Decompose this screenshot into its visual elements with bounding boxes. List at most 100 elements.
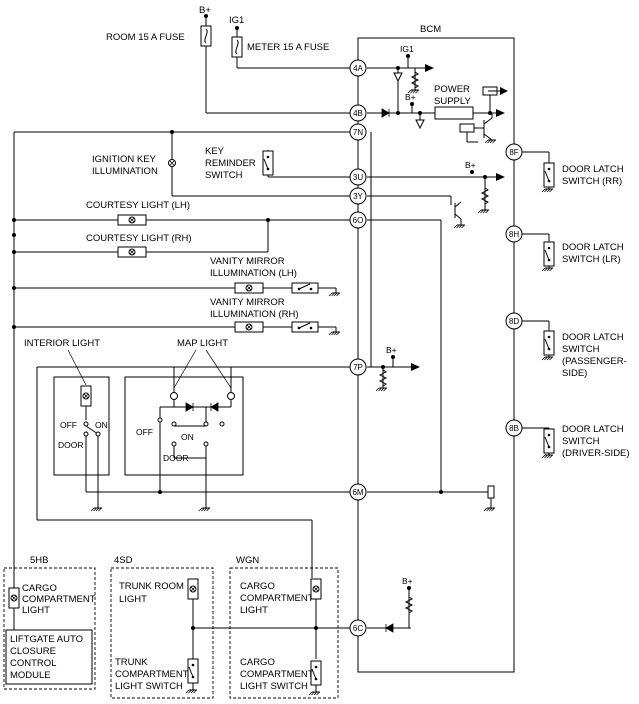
cargo-switch-label-1: CARGO bbox=[240, 657, 275, 668]
meter-fuse-symbol bbox=[231, 36, 243, 58]
key-reminder-label-3: SWITCH bbox=[205, 170, 243, 181]
bcm-label: BCM bbox=[420, 24, 441, 35]
map-door-label: DOOR bbox=[163, 453, 189, 463]
door-latch-lr-label-2: SWITCH (LR) bbox=[562, 254, 621, 265]
cargo-5hb-label-1: CARGO bbox=[22, 583, 57, 594]
svg-text:8F: 8F bbox=[509, 148, 518, 157]
courtesy-lh-label: COURTESY LIGHT (LH) bbox=[86, 200, 190, 211]
liftgate-label-4: MODULE bbox=[10, 670, 51, 681]
door-latch-drv-label-1: DOOR LATCH bbox=[562, 424, 624, 435]
variant-4sd-box bbox=[110, 567, 214, 699]
interior-light-lamp bbox=[80, 385, 92, 407]
trunk-room-lamp bbox=[187, 578, 199, 600]
cargo-switch-label-2: COMPARTMENT bbox=[240, 669, 314, 680]
courtesy-rh-lamp bbox=[117, 246, 147, 258]
map-light-label: MAP LIGHT bbox=[177, 338, 228, 349]
bplus-3u-label: B+ bbox=[465, 160, 476, 170]
pin-8h: 8H bbox=[505, 225, 523, 243]
bplus-internal-label: B+ bbox=[405, 92, 416, 102]
door-latch-lr-label-1: DOOR LATCH bbox=[562, 242, 624, 253]
trunk-room-label-1: TRUNK ROOM bbox=[119, 581, 184, 592]
cargo-wgn-label-2: COMPARTMENT bbox=[240, 593, 314, 604]
pin-8f: 8F bbox=[505, 143, 523, 161]
door-latch-rr-switch bbox=[543, 162, 555, 188]
pin-4b: 4B bbox=[349, 104, 367, 122]
liftgate-label-3: CONTROL bbox=[10, 658, 56, 669]
svg-text:8D: 8D bbox=[509, 317, 519, 326]
trunk-switch-label-1: TRUNK bbox=[115, 657, 148, 668]
pin-4a: 4A bbox=[349, 59, 367, 77]
cargo-wgn-label-1: CARGO bbox=[240, 581, 275, 592]
door-latch-rr-label-1: DOOR LATCH bbox=[562, 164, 624, 175]
door-latch-pass-label-4: SIDE) bbox=[562, 368, 587, 379]
bcm-box bbox=[357, 37, 515, 673]
pin-7p: 7P bbox=[349, 358, 367, 376]
map-on-label: ON bbox=[181, 432, 194, 442]
ig1-internal-label: IG1 bbox=[400, 44, 414, 54]
pin-6c: 6C bbox=[349, 619, 367, 637]
svg-text:4A: 4A bbox=[353, 64, 363, 73]
interior-door-label: DOOR bbox=[58, 440, 84, 450]
room-fuse-symbol bbox=[200, 25, 212, 47]
door-latch-passenger-switch bbox=[543, 330, 555, 356]
door-latch-pass-label-1: DOOR LATCH bbox=[562, 332, 624, 343]
pin-8b: 8B bbox=[505, 419, 523, 437]
bplus-7p-label: B+ bbox=[386, 345, 397, 355]
key-reminder-label-1: KEY bbox=[205, 146, 225, 157]
liftgate-label-2: CLOSURE bbox=[10, 646, 56, 657]
svg-text:7P: 7P bbox=[353, 363, 363, 372]
door-latch-rr-label-2: SWITCH (RR) bbox=[562, 176, 622, 187]
key-reminder-label-2: REMINDER bbox=[205, 158, 256, 169]
pin-3u: 3U bbox=[349, 168, 367, 186]
cargo-5hb-lamp bbox=[8, 587, 20, 609]
door-latch-lr-switch bbox=[543, 241, 555, 267]
vanity-lh-lamp bbox=[234, 282, 264, 294]
cargo-wgn-label-3: LIGHT bbox=[240, 605, 268, 616]
key-reminder-switch bbox=[262, 150, 274, 176]
cargo-5hb-label-3: LIGHT bbox=[22, 605, 50, 616]
svg-text:6C: 6C bbox=[353, 624, 363, 633]
door-latch-pass-label-2: SWITCH bbox=[562, 344, 600, 355]
variant-5hb-label: 5HB bbox=[30, 555, 48, 566]
power-supply-label-1: POWER bbox=[434, 84, 470, 95]
vanity-rh-label-2: ILLUMINATION (RH) bbox=[210, 309, 299, 320]
pin-6o: 6O bbox=[349, 211, 367, 229]
variant-5hb-box bbox=[3, 567, 96, 690]
svg-text:8H: 8H bbox=[509, 230, 519, 239]
variant-wgn-box bbox=[229, 567, 339, 699]
svg-text:3U: 3U bbox=[353, 173, 363, 182]
door-latch-drv-label-3: (DRIVER-SIDE) bbox=[562, 448, 630, 459]
vanity-lh-switch bbox=[291, 282, 319, 294]
liftgate-module-box bbox=[5, 629, 93, 685]
bplus-top-label: B+ bbox=[199, 5, 211, 16]
courtesy-lh-lamp bbox=[117, 214, 147, 226]
door-latch-pass-label-3: (PASSENGER- bbox=[562, 356, 627, 367]
ignition-key-label-2: ILLUMINATION bbox=[92, 166, 158, 177]
svg-text:7N: 7N bbox=[353, 128, 363, 137]
vanity-rh-label-1: VANITY MIRROR bbox=[210, 297, 285, 308]
door-latch-driver-switch bbox=[543, 428, 555, 454]
door-latch-drv-label-2: SWITCH bbox=[562, 436, 600, 447]
vanity-rh-lamp bbox=[234, 321, 264, 333]
power-supply-label-2: SUPPLY bbox=[434, 96, 471, 107]
courtesy-rh-label: COURTESY LIGHT (RH) bbox=[86, 233, 192, 244]
svg-text:3Y: 3Y bbox=[353, 192, 363, 201]
cargo-5hb-label-2: COMPARTMENT bbox=[22, 594, 96, 605]
trunk-switch-label-2: COMPARTMENT bbox=[115, 669, 189, 680]
variant-4sd-label: 4SD bbox=[114, 555, 133, 566]
cargo-wgn-lamp bbox=[310, 578, 322, 600]
vanity-lh-label-2: ILLUMINATION (LH) bbox=[210, 268, 297, 279]
vanity-rh-switch bbox=[291, 321, 319, 333]
ig1-top-label: IG1 bbox=[229, 15, 244, 26]
vanity-lh-label-1: VANITY MIRROR bbox=[210, 256, 285, 267]
meter-fuse-label: METER 15 A FUSE bbox=[247, 42, 329, 53]
power-supply-box bbox=[434, 106, 474, 120]
variant-wgn-label: WGN bbox=[236, 555, 259, 566]
svg-text:6O: 6O bbox=[353, 216, 364, 225]
trunk-room-label-2: LIGHT bbox=[119, 594, 147, 605]
pin-8d: 8D bbox=[505, 312, 523, 330]
liftgate-label-1: LIFTGATE AUTO bbox=[10, 634, 83, 645]
pin-6m: 6M bbox=[349, 483, 367, 501]
bplus-6c-label: B+ bbox=[402, 576, 413, 586]
